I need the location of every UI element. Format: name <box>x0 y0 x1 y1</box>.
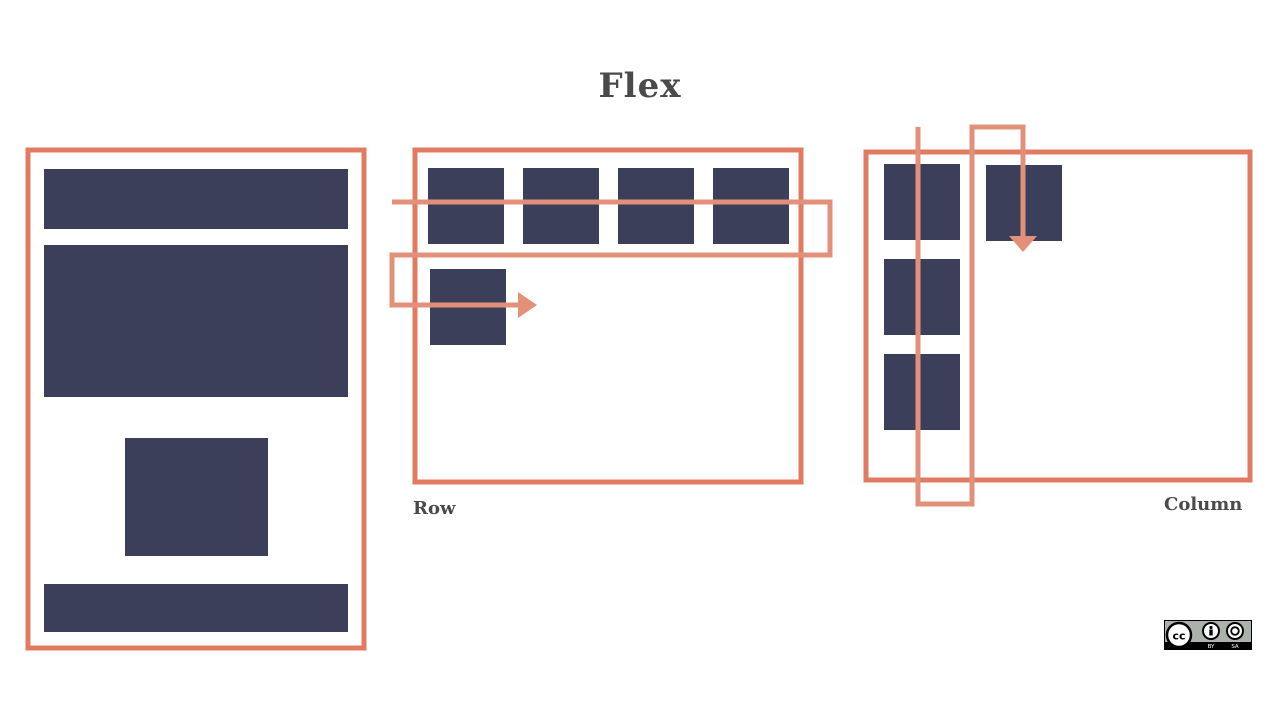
row-item-4 <box>713 168 789 244</box>
column-arrow-head-icon <box>1009 236 1037 252</box>
footer-block <box>44 584 348 632</box>
row-item-2 <box>523 168 599 244</box>
page-container-outline <box>25 147 367 651</box>
main-content-block <box>44 245 348 397</box>
column-item-2 <box>884 259 960 335</box>
column-item-3 <box>884 354 960 430</box>
flex-row-example <box>389 147 833 485</box>
cc-by-sa-icon: cc BY SA <box>1164 620 1252 650</box>
svg-text:cc: cc <box>1172 630 1185 643</box>
row-arrow-head-icon <box>518 292 537 318</box>
cc-by-text: BY <box>1208 644 1215 650</box>
row-direction-band <box>389 199 833 308</box>
column-direction-band <box>915 124 1026 507</box>
row-item-3 <box>618 168 694 244</box>
page-layout-example <box>25 147 367 651</box>
header-block <box>44 169 348 229</box>
diagram-title: Flex <box>598 66 682 106</box>
row-item-1 <box>428 168 504 244</box>
flex-column-example <box>863 124 1253 507</box>
column-label: Column <box>1164 494 1243 515</box>
row-container-outline <box>412 147 804 485</box>
cc-sa-text: SA <box>1231 644 1239 650</box>
column-item-1 <box>884 164 960 240</box>
row-label: Row <box>413 498 456 519</box>
center-block <box>125 438 268 556</box>
column-container-outline <box>863 149 1253 483</box>
